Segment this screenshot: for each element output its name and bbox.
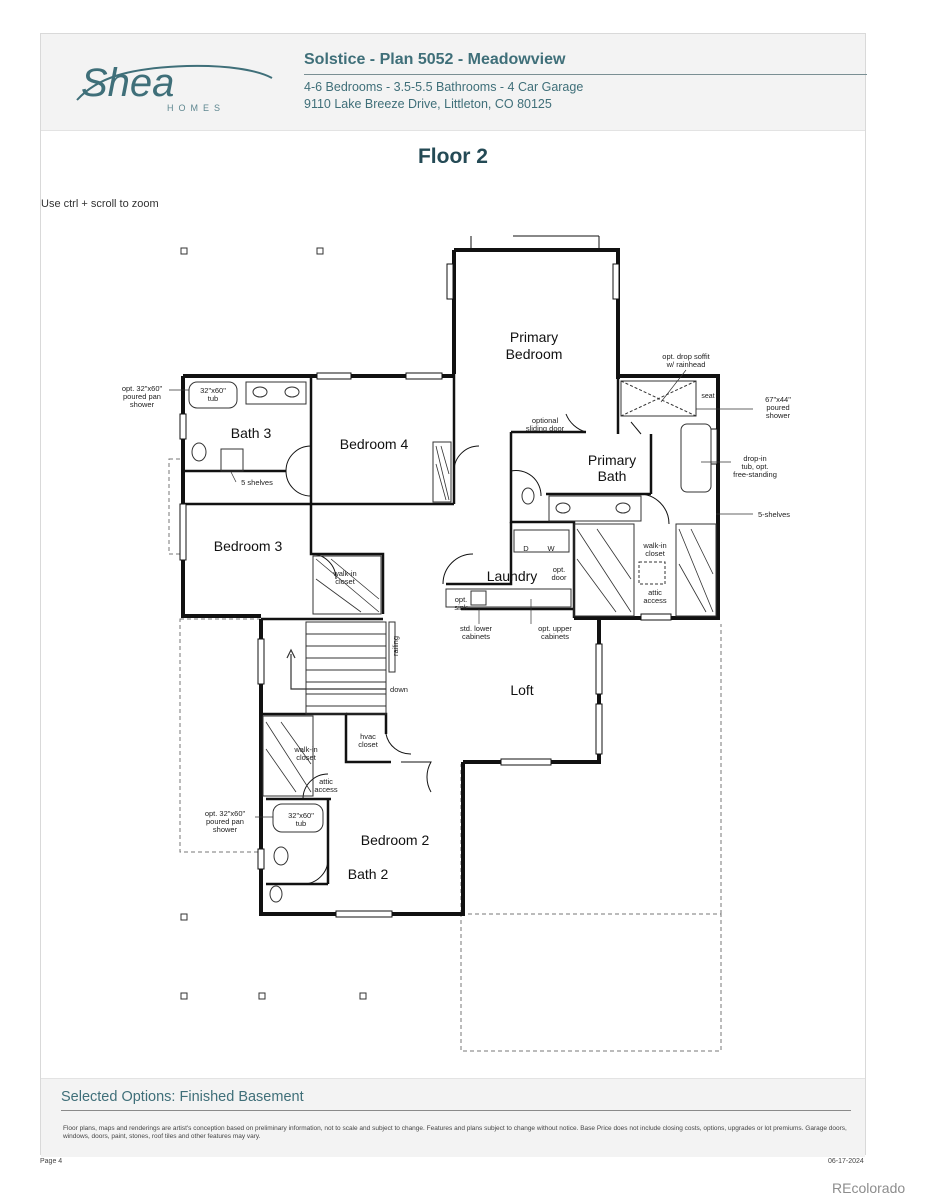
plan-sheet: Shea HOMES Solstice - Plan 5052 - Meadow…: [40, 33, 867, 1157]
note-attic-b2-l2: access: [314, 785, 338, 794]
note-hvac-l1: hvac: [360, 732, 376, 741]
note-tub-size-b2-l2: tub: [296, 819, 306, 828]
room-label-bath3: Bath 3: [231, 425, 272, 441]
note-walkin-primary-l2: closet: [645, 549, 666, 558]
note-shower-size: 67"x44": [765, 395, 791, 404]
note-down: down: [390, 685, 408, 694]
note-walkin-b2-l1: walk-in: [293, 745, 317, 754]
room-label-bedroom2: Bedroom 2: [361, 832, 430, 848]
note-opt-tub-b3-l1: opt. 32"x60": [122, 384, 163, 393]
note-seat: seat: [701, 393, 714, 400]
zoom-hint: Use ctrl + scroll to zoom: [41, 198, 159, 210]
note-opt-tub-b2-l1: opt. 32"x60": [205, 809, 246, 818]
interior-walls: [183, 374, 653, 886]
exterior-walls: [181, 235, 720, 916]
note-opt-upper-l2: cabinets: [541, 632, 569, 641]
plan-notes: opt. drop soffit w/ rainhead seat 67"x44…: [122, 352, 791, 834]
fixtures: [188, 380, 712, 903]
note-railing: railing: [391, 636, 400, 656]
disclaimer-text: Floor plans, maps and renderings are art…: [63, 1125, 847, 1140]
footer-band: Selected Options: Finished Basement Floo…: [41, 1078, 865, 1157]
shea-homes-logo: Shea HOMES: [67, 48, 287, 118]
note-opt-door-l2: door: [551, 573, 567, 582]
closet-shelving: [262, 441, 717, 797]
room-label-bedroom4: Bedroom 4: [340, 436, 409, 452]
note-tub-size-b3-l1: 32"x60": [200, 386, 226, 395]
note-std-lower-l2: cabinets: [462, 632, 490, 641]
note-opt-tub-b2-l2: poured pan: [206, 817, 244, 826]
room-label-primary-bath-l1: Primary: [588, 452, 636, 468]
footer-divider: [61, 1110, 851, 1111]
plan-title: Solstice - Plan 5052 - Meadowview: [304, 51, 566, 68]
header-band: Shea HOMES Solstice - Plan 5052 - Meadow…: [41, 34, 867, 131]
floor-plan-drawing[interactable]: Primary Bedroom Primary Bath Bedroom 4 B…: [41, 34, 867, 1074]
note-optional-sliding-l1: optional: [532, 416, 559, 425]
page-number: Page 4: [40, 1158, 63, 1165]
note-walkin-b2-l2: closet: [296, 753, 317, 762]
note-drop-soffit-l2: w/ rainhead: [666, 360, 706, 369]
note-opt-tub-b3-l2: poured pan: [123, 392, 161, 401]
note-walkin-b3-l1: walk-in: [332, 569, 356, 578]
note-five-shelves: 5-shelves: [758, 510, 790, 519]
note-opt-tub-b3-l3: shower: [130, 400, 155, 409]
room-label-loft: Loft: [510, 682, 533, 698]
page-date: 06-17-2024: [828, 1158, 864, 1165]
watermark: REcolorado: [832, 1180, 906, 1196]
note-dropin-l2: tub, opt.: [741, 462, 768, 471]
note-attic-b2-l1: attic: [319, 777, 333, 786]
note-tub-size-b2-l1: 32"x60": [288, 811, 314, 820]
logo-subtext: HOMES: [167, 103, 225, 113]
note-hvac-l2: closet: [358, 740, 379, 749]
note-opt-tub-b2-l3: shower: [213, 825, 238, 834]
note-opt-sink-l1: opt.: [455, 595, 468, 604]
note-drop-soffit-l1: opt. drop soffit: [662, 352, 710, 361]
stairs: [286, 621, 396, 715]
note-attic-primary-l2: access: [643, 596, 667, 605]
note-dw-d: D: [523, 544, 529, 553]
note-optional-sliding-l2: sliding door: [526, 424, 565, 433]
note-opt-sink-l2: sink: [454, 603, 468, 612]
room-label-bath2: Bath 2: [348, 866, 389, 882]
windows: [179, 263, 718, 918]
note-dropin-l1: drop-in: [743, 454, 766, 463]
floor-title: Floor 2: [417, 145, 488, 168]
room-label-primary-bedroom-l2: Bedroom: [506, 346, 563, 362]
plan-address: 9110 Lake Breeze Drive, Littleton, CO 80…: [304, 97, 552, 111]
logo-wordmark: Shea: [81, 61, 174, 105]
note-opt-upper-l1: opt. upper: [538, 624, 572, 633]
note-walkin-b3-l2: closet: [335, 577, 356, 586]
plan-specs: 4-6 Bedrooms - 3.5-5.5 Bathrooms - 4 Car…: [304, 80, 584, 94]
note-five-shelves-b3: 5 shelves: [241, 478, 273, 487]
selected-options: Selected Options: Finished Basement: [61, 1089, 304, 1105]
note-poured-l1: poured: [766, 403, 789, 412]
room-label-primary-bedroom-l1: Primary: [510, 329, 558, 345]
note-dropin-l3: free-standing: [733, 470, 777, 479]
leader-lines: [169, 369, 753, 818]
note-opt-door-l1: opt.: [553, 565, 566, 574]
note-attic-primary-l1: attic: [648, 588, 662, 597]
room-label-primary-bath-l2: Bath: [598, 468, 627, 484]
room-label-laundry: Laundry: [487, 568, 538, 584]
title-divider: [304, 74, 867, 75]
note-std-lower-l1: std. lower: [460, 624, 493, 633]
note-poured-l2: shower: [766, 411, 791, 420]
post-markers: [180, 247, 367, 1000]
note-dw-w: W: [547, 544, 555, 553]
room-labels: Primary Bedroom Primary Bath Bedroom 4 B…: [214, 329, 636, 882]
door-swings: [285, 413, 670, 885]
note-tub-size-b3-l2: tub: [208, 394, 218, 403]
note-walkin-primary-l1: walk-in: [642, 541, 666, 550]
room-label-bedroom3: Bedroom 3: [214, 538, 283, 554]
